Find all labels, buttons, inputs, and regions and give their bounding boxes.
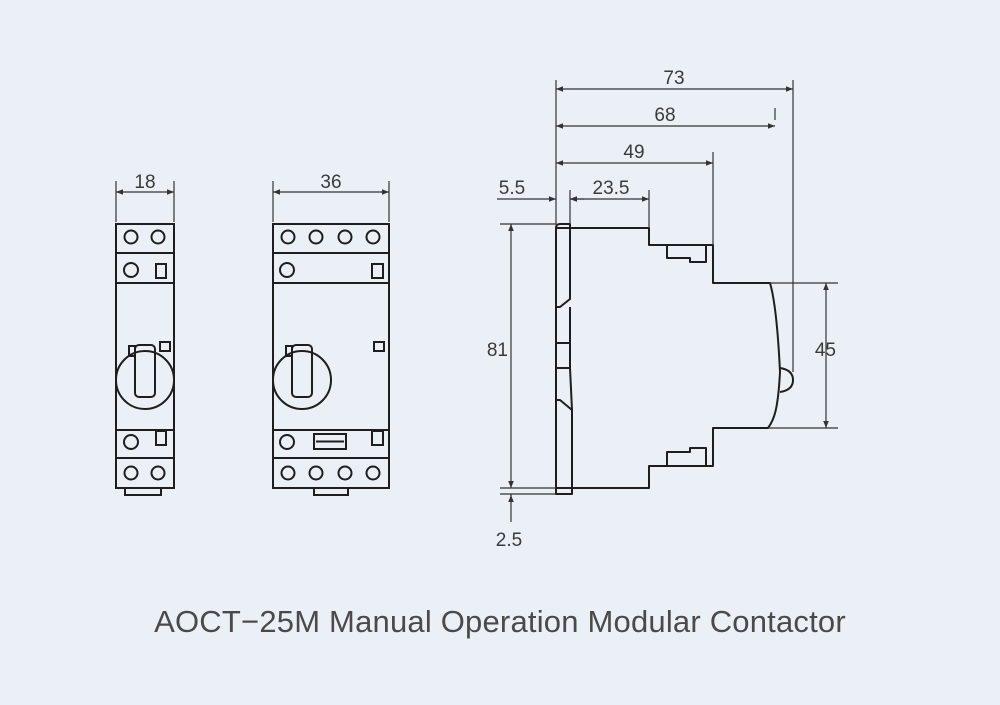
offset-label-2-5: 2.5 <box>496 530 522 551</box>
dimension-width-narrow <box>115 181 175 222</box>
offset-label-5-5: 5.5 <box>499 178 525 199</box>
depth-label-73: 73 <box>663 68 684 89</box>
front-view-wide <box>272 223 390 496</box>
depth-label-49: 49 <box>623 142 644 163</box>
width-label-36: 36 <box>320 172 341 193</box>
rail-height-label-45: 45 <box>815 340 836 361</box>
depth-label-68: 68 <box>654 105 675 126</box>
diagram-caption: AOCT−25M Manual Operation Modular Contac… <box>154 604 846 639</box>
side-view-dimensions <box>497 80 838 522</box>
front-view-narrow <box>115 223 175 496</box>
step-label-23-5: 23.5 <box>593 178 630 199</box>
height-label-81: 81 <box>487 340 508 361</box>
dimension-width-wide <box>272 181 390 222</box>
width-label-18: 18 <box>134 172 155 193</box>
side-view-outline <box>555 223 794 495</box>
